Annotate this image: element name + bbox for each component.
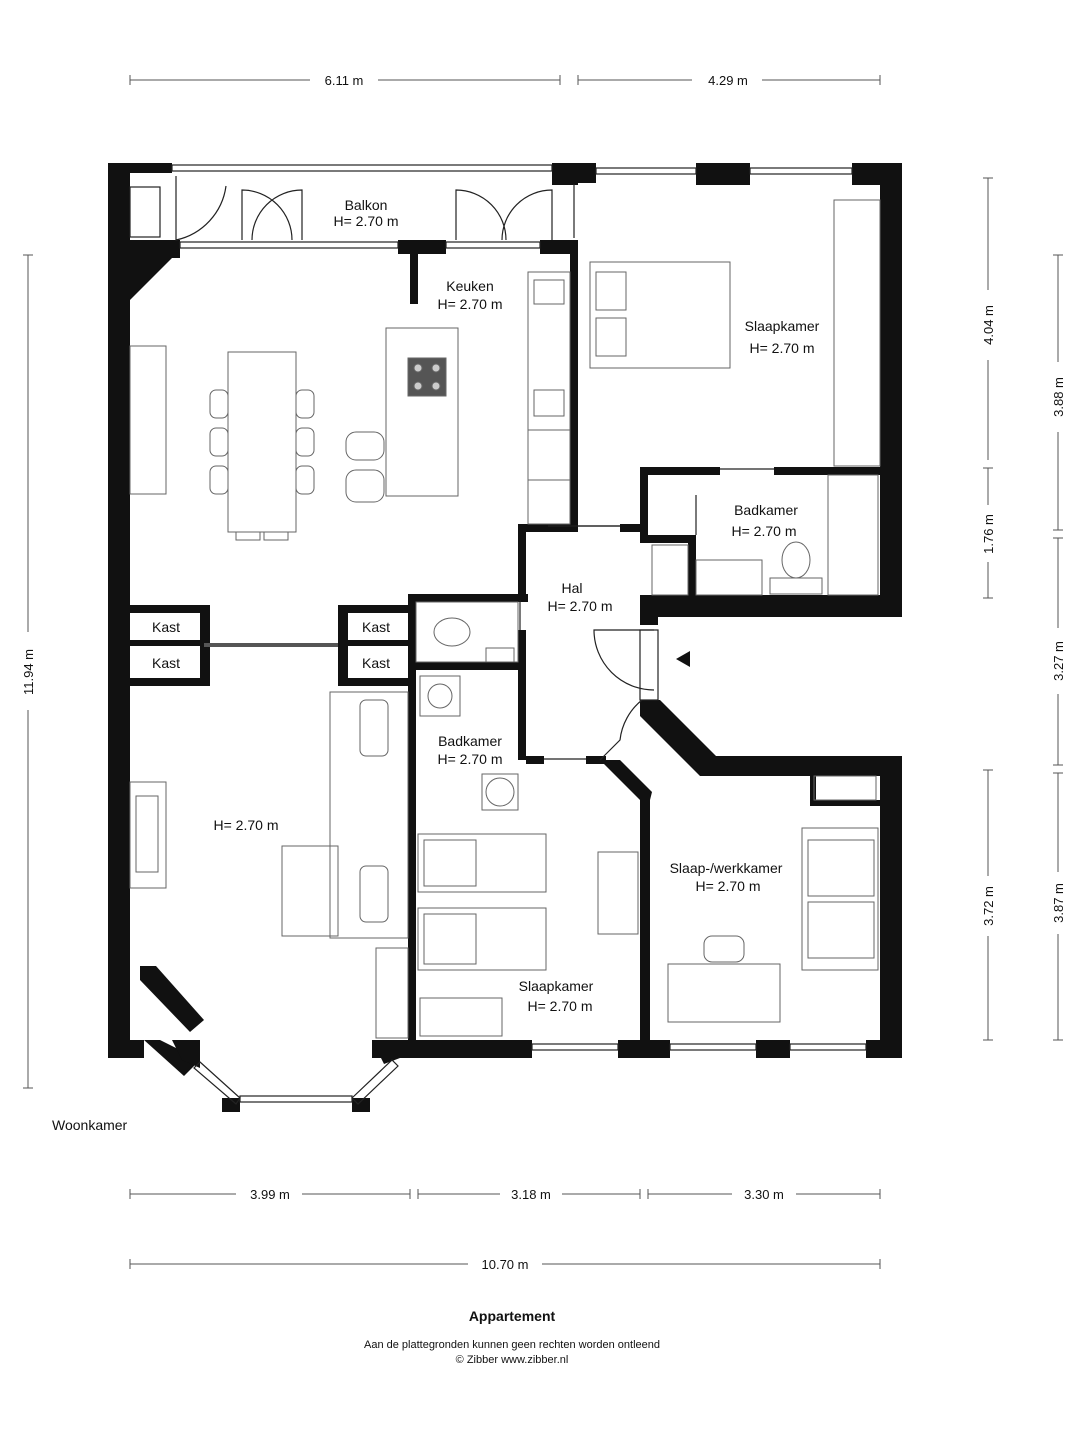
dim-right-outer-2: 3.27 m <box>1051 641 1066 681</box>
footer-copyright: © Zibber www.zibber.nl <box>455 1354 569 1366</box>
dim-top-left: 6.11 m <box>325 73 364 88</box>
dim-bottom-werkkamer: 3.30 m <box>744 1187 784 1202</box>
room-slaapkamer-1-height: H= 2.70 m <box>750 340 815 356</box>
room-hal-height: H= 2.70 m <box>548 598 613 614</box>
windows <box>129 164 867 1105</box>
dim-right-inner-2: 1.76 m <box>981 514 996 554</box>
entrance-arrow-icon <box>676 651 690 667</box>
kast-2-label: Kast <box>152 655 180 671</box>
room-badkamer-1-name: Badkamer <box>734 502 798 518</box>
room-badkamer-2-height: H= 2.70 m <box>438 751 503 767</box>
room-hal-name: Hal <box>561 580 582 596</box>
room-woonkamer-name: Woonkamer <box>52 1117 128 1133</box>
dim-right-outer-3: 3.87 m <box>1051 883 1066 923</box>
footer-disclaimer: Aan de plattegronden kunnen geen rechten… <box>363 1339 660 1351</box>
kast-1-label: Kast <box>152 619 180 635</box>
room-badkamer-2-name: Badkamer <box>438 733 502 749</box>
dim-bottom-slaapkamer: 3.18 m <box>511 1187 551 1202</box>
room-slaapkamer-1-name: Slaapkamer <box>745 318 820 334</box>
room-balkon-name: Balkon <box>345 197 388 213</box>
room-werkkamer-name: Slaap-/werkkamer <box>670 860 783 876</box>
kast-4-label: Kast <box>362 655 390 671</box>
dim-bottom-woonkamer: 3.99 m <box>250 1187 290 1202</box>
kast-3-label: Kast <box>362 619 390 635</box>
footer-title: Appartement <box>468 1308 556 1324</box>
walls <box>108 163 902 1112</box>
room-badkamer-1-height: H= 2.70 m <box>732 523 797 539</box>
room-werkkamer-height: H= 2.70 m <box>696 878 761 894</box>
room-keuken-height: H= 2.70 m <box>438 296 503 312</box>
dim-right-inner-3: 3.72 m <box>981 886 996 926</box>
dim-left-height: 11.94 m <box>21 649 36 695</box>
dimension-lines <box>23 75 1063 1269</box>
doors <box>175 176 697 761</box>
room-slaapkamer-2-height: H= 2.70 m <box>528 998 593 1014</box>
dim-right-inner-1: 4.04 m <box>981 305 996 345</box>
room-balkon-height: H= 2.70 m <box>334 213 399 229</box>
dim-right-outer-1: 3.88 m <box>1051 377 1066 417</box>
dim-total-width: 10.70 m <box>482 1257 529 1272</box>
furniture <box>129 199 881 1039</box>
room-slaapkamer-2-name: Slaapkamer <box>519 978 594 994</box>
dim-top-right: 4.29 m <box>708 73 748 88</box>
room-woonkamer-height: H= 2.70 m <box>214 817 279 833</box>
room-labels: Balkon H= 2.70 m Keuken H= 2.70 m Slaapk… <box>152 197 820 1014</box>
room-keuken-name: Keuken <box>446 278 493 294</box>
